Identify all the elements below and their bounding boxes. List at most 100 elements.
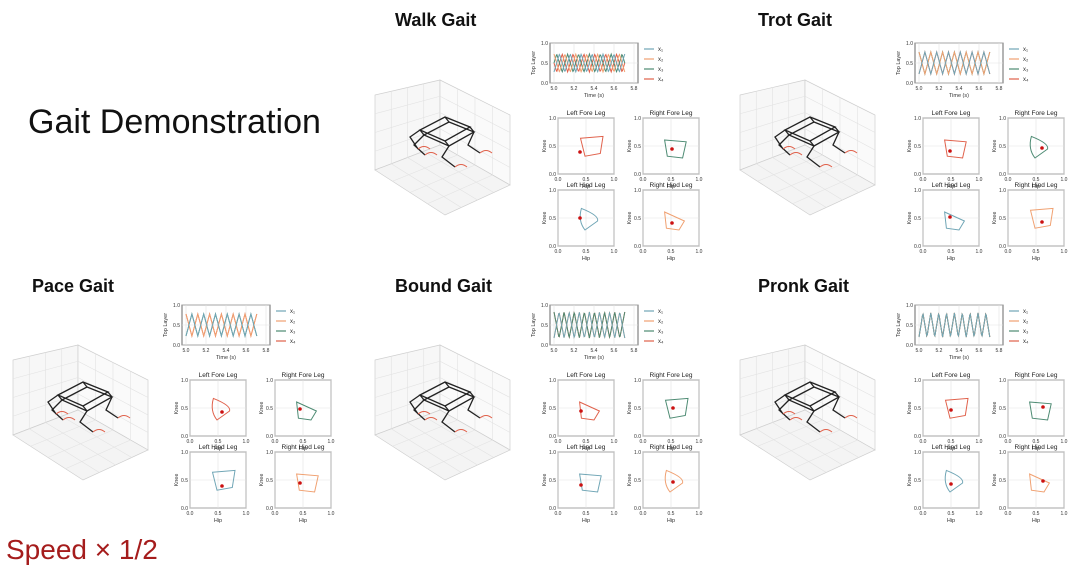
legend-label: x₃ (658, 329, 664, 335)
x-tick-label: 5.4 (956, 348, 963, 354)
series-line-x1 (918, 312, 991, 338)
current-state-marker (948, 149, 952, 153)
y-axis-label: Top Layer (531, 51, 537, 75)
y-axis-label: Knee (542, 140, 548, 153)
y-tick-label: 0.5 (266, 406, 273, 412)
y-tick-label: 1.0 (549, 450, 556, 456)
x-tick-label: 0.0 (555, 511, 562, 517)
x-tick-label: 1.0 (696, 439, 703, 445)
bound-robot-3d-view (374, 344, 511, 481)
x-axis-label: Hip (1032, 446, 1040, 452)
x-axis-label: Hip (1032, 184, 1040, 190)
pace-robot-model (47, 381, 119, 433)
y-tick-label: 0.5 (999, 406, 1006, 412)
pace-foot-trajectories (55, 411, 131, 433)
x-axis-label: Hip (947, 256, 955, 262)
current-state-marker (298, 407, 302, 411)
x-tick-label: 5.0 (916, 86, 923, 92)
legend-label: x₂ (290, 319, 296, 325)
speed-label: Speed × 1/2 (6, 534, 158, 565)
x-axis-label: Hip (582, 256, 590, 262)
limit-cycle (211, 469, 236, 491)
y-tick-label: 0.0 (541, 343, 548, 349)
y-tick-label: 1.0 (634, 116, 641, 122)
x-tick-label: 1.0 (328, 439, 335, 445)
bound-foot-trajectories (417, 411, 493, 433)
x-axis-label: Hip (214, 446, 222, 452)
x-tick-label: 0.5 (668, 249, 675, 255)
panel-title: Right Hind Leg (650, 182, 693, 189)
y-tick-label: 0.5 (914, 144, 921, 150)
x-tick-label: 0.0 (1005, 249, 1012, 255)
x-tick-label: 0.5 (1033, 439, 1040, 445)
trot-foot-trajectories (782, 146, 858, 168)
current-state-marker (671, 406, 675, 410)
x-axis-label: Hip (667, 446, 675, 452)
legend-label: x₃ (658, 67, 664, 73)
limit-cycle (664, 211, 686, 231)
x-tick-label: 1.0 (1061, 511, 1068, 517)
x-tick-label: 1.0 (243, 439, 250, 445)
x-tick-label: 1.0 (611, 511, 618, 517)
y-axis-label: Knee (992, 402, 998, 415)
panel-title: Left Fore Leg (199, 372, 238, 379)
y-axis-label: Knee (907, 140, 913, 153)
x-tick-label: 0.5 (948, 177, 955, 183)
x-tick-label: 0.5 (300, 439, 307, 445)
current-state-marker (1041, 479, 1045, 483)
limit-cycle (296, 473, 319, 493)
y-tick-label: 1.0 (914, 450, 921, 456)
limit-cycle (664, 469, 684, 493)
x-tick-label: 5.2 (571, 348, 578, 354)
y-axis-label: Knee (907, 474, 913, 487)
y-axis-label: Knee (907, 212, 913, 225)
y-tick-label: 1.0 (999, 378, 1006, 384)
x-tick-label: 0.0 (640, 249, 647, 255)
y-tick-label: 0.5 (541, 61, 548, 67)
x-axis-label: Time (s) (949, 355, 969, 361)
x-axis-label: Hip (582, 446, 590, 452)
panel-title: Right Fore Leg (650, 372, 693, 379)
y-axis-label: Knee (627, 212, 633, 225)
y-tick-label: 1.0 (914, 116, 921, 122)
series-line-x1 (185, 312, 258, 338)
y-axis-label: Knee (627, 474, 633, 487)
panel-title: Left Fore Leg (567, 372, 606, 379)
y-tick-label: 0.0 (914, 506, 921, 512)
y-tick-label: 0.5 (634, 144, 641, 150)
x-tick-label: 0.0 (640, 511, 647, 517)
x-tick-label: 0.0 (920, 511, 927, 517)
x-tick-label: 0.0 (640, 177, 647, 183)
x-tick-label: 1.0 (696, 511, 703, 517)
y-tick-label: 0.0 (914, 244, 921, 250)
x-tick-label: 1.0 (976, 439, 983, 445)
x-tick-label: 0.0 (272, 511, 279, 517)
legend-label: x₁ (658, 47, 663, 53)
bound-robot-model (409, 381, 481, 433)
x-tick-label: 0.0 (640, 439, 647, 445)
legend-label: x₁ (658, 309, 663, 315)
y-axis-label: Knee (259, 474, 265, 487)
bound-gait-title: Bound Gait (395, 276, 492, 296)
panel-title: Right Fore Leg (1015, 372, 1058, 379)
x-tick-label: 5.2 (936, 86, 943, 92)
panel-title: Left Hind Leg (932, 444, 971, 451)
legend-label: x₄ (658, 339, 664, 345)
x-tick-label: 0.0 (555, 439, 562, 445)
x-tick-label: 0.0 (920, 249, 927, 255)
series-line-x1 (553, 311, 626, 339)
current-state-marker (579, 483, 583, 487)
current-state-marker (220, 484, 224, 488)
x-tick-label: 0.5 (583, 511, 590, 517)
